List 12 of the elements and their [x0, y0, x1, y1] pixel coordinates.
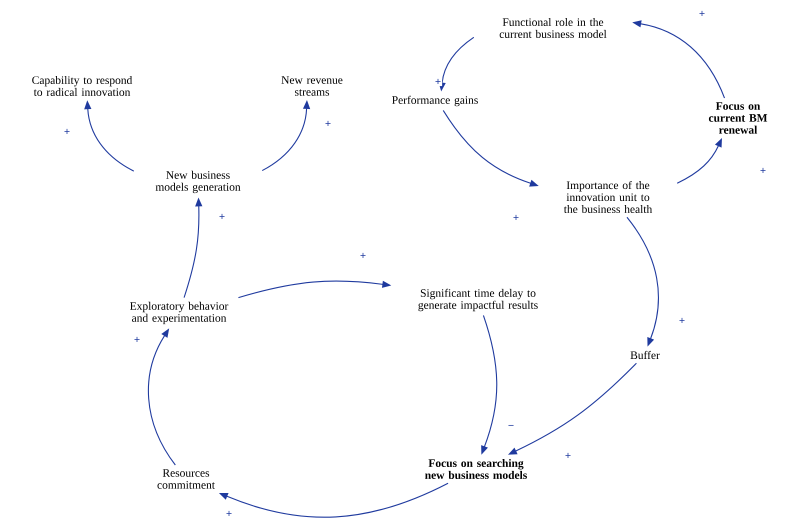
variable-label: Functional role in the current business model — [500, 18, 607, 38]
variable-label: Resources commitment — [158, 469, 215, 489]
variable-label: Focus on current BM renewal — [708, 102, 768, 134]
variable-label: Focus on searching new business models — [425, 458, 527, 479]
variable-label: Buffer — [630, 350, 660, 360]
variable-label: Performance gains — [392, 96, 478, 106]
variable-label: Importance of the innovation unit to the business health — [564, 180, 652, 214]
variable-label: Capability to respond to radical innovation — [32, 76, 132, 96]
variable-label: Exploratory behavior and experimentation — [130, 302, 228, 324]
variable-label: New revenue streams — [281, 76, 342, 96]
variable-label: Significant time delay to generate impactful results — [418, 288, 538, 312]
variable-label: New business models generation — [156, 170, 240, 194]
